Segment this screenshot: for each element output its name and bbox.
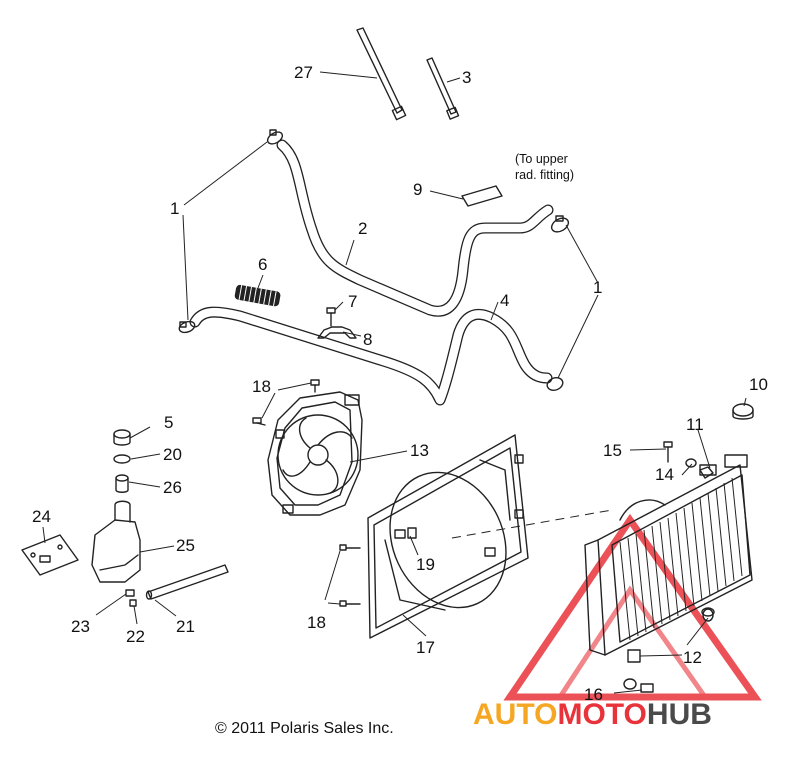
callout-1-left: 1: [170, 199, 179, 218]
part-27-cable-tie: [356, 27, 407, 121]
part-15-bolt: [663, 441, 673, 463]
part-13-fan-assembly: [267, 391, 363, 516]
copyright-text: © 2011 Polaris Sales Inc.: [215, 720, 394, 737]
callout-11: 11: [686, 415, 704, 434]
callout-2: 2: [358, 219, 367, 238]
callout-25: 25: [176, 536, 195, 555]
part-25-reservoir: [91, 500, 141, 583]
part-20-o-ring: [113, 454, 131, 464]
callout-4: 4: [500, 291, 509, 310]
watermark-part-2: MOTO: [557, 698, 646, 731]
callout-24: 24: [32, 507, 51, 526]
part-24-bracket: [21, 534, 79, 576]
part-5-reservoir-cap: [113, 429, 131, 446]
callout-21: 21: [176, 617, 195, 636]
callout-10: 10: [749, 375, 768, 394]
callout-8: 8: [363, 330, 372, 349]
part-3-cable-tie: [426, 57, 460, 120]
callout-22: 22: [126, 627, 145, 646]
callout-6: 6: [258, 255, 267, 274]
callout-18-upper: 18: [252, 377, 271, 396]
leader-lines: [42, 71, 747, 694]
callout-12: 12: [683, 648, 702, 667]
callout-27: 27: [294, 63, 313, 82]
callout-26: 26: [163, 478, 182, 497]
note-line-2: rad. fitting): [515, 168, 574, 182]
hose-clamp-upper-left: [266, 129, 284, 145]
callout-5: 5: [164, 413, 173, 432]
callout-17: 17: [416, 638, 435, 657]
part-2-upper-hose: [276, 139, 554, 317]
hose-clamp-lower-right: [546, 377, 564, 391]
callout-3: 3: [462, 68, 471, 87]
watermark-part-3: HUB: [647, 698, 712, 731]
callout-23: 23: [71, 617, 90, 636]
part-10-radiator-cap: [732, 403, 754, 420]
hose-clamp-lower-left: [178, 320, 196, 334]
callout-labels: 27 3 1 2 9 6 7 8 4 1 10 11 15 14 13 18 1…: [32, 63, 768, 704]
watermark-logo: [503, 513, 762, 701]
part-11-radiator: [584, 454, 753, 656]
part-7-bolt: [326, 307, 336, 327]
part-6-hose-sleeve: [234, 284, 281, 307]
hose-clamp-upper-right: [550, 215, 570, 233]
part-4-lower-hose: [189, 306, 553, 406]
part-9-foam-pad: [461, 185, 503, 207]
part-12-grommet: [627, 607, 715, 663]
callout-14: 14: [655, 465, 674, 484]
watermark-text: AUTOMOTOHUB: [473, 698, 712, 731]
watermark-part-1: AUTO: [473, 698, 557, 731]
part-17-shroud: [367, 434, 529, 639]
part-23-fitting: [125, 589, 135, 597]
note-line-1: (To upper: [515, 152, 568, 166]
callout-9: 9: [413, 180, 422, 199]
callout-18-lower: 18: [307, 613, 326, 632]
part-18-bolt-upper: [252, 379, 320, 426]
callout-19: 19: [416, 555, 435, 574]
alignment-line: [451, 509, 613, 539]
part-18-bolt-lower: [339, 544, 361, 607]
callout-1-right: 1: [593, 278, 602, 297]
callout-13: 13: [410, 441, 429, 460]
callout-7: 7: [348, 292, 357, 311]
part-16-sensor: [623, 678, 654, 693]
part-26-bushing: [115, 474, 129, 493]
part-8-clip: [317, 326, 357, 339]
callout-15: 15: [603, 441, 622, 460]
part-14-nut: [685, 458, 714, 479]
callout-20: 20: [163, 445, 182, 464]
part-21-overflow-hose: [145, 564, 229, 600]
part-22-clamp: [129, 599, 137, 607]
callout-16: 16: [584, 685, 603, 704]
